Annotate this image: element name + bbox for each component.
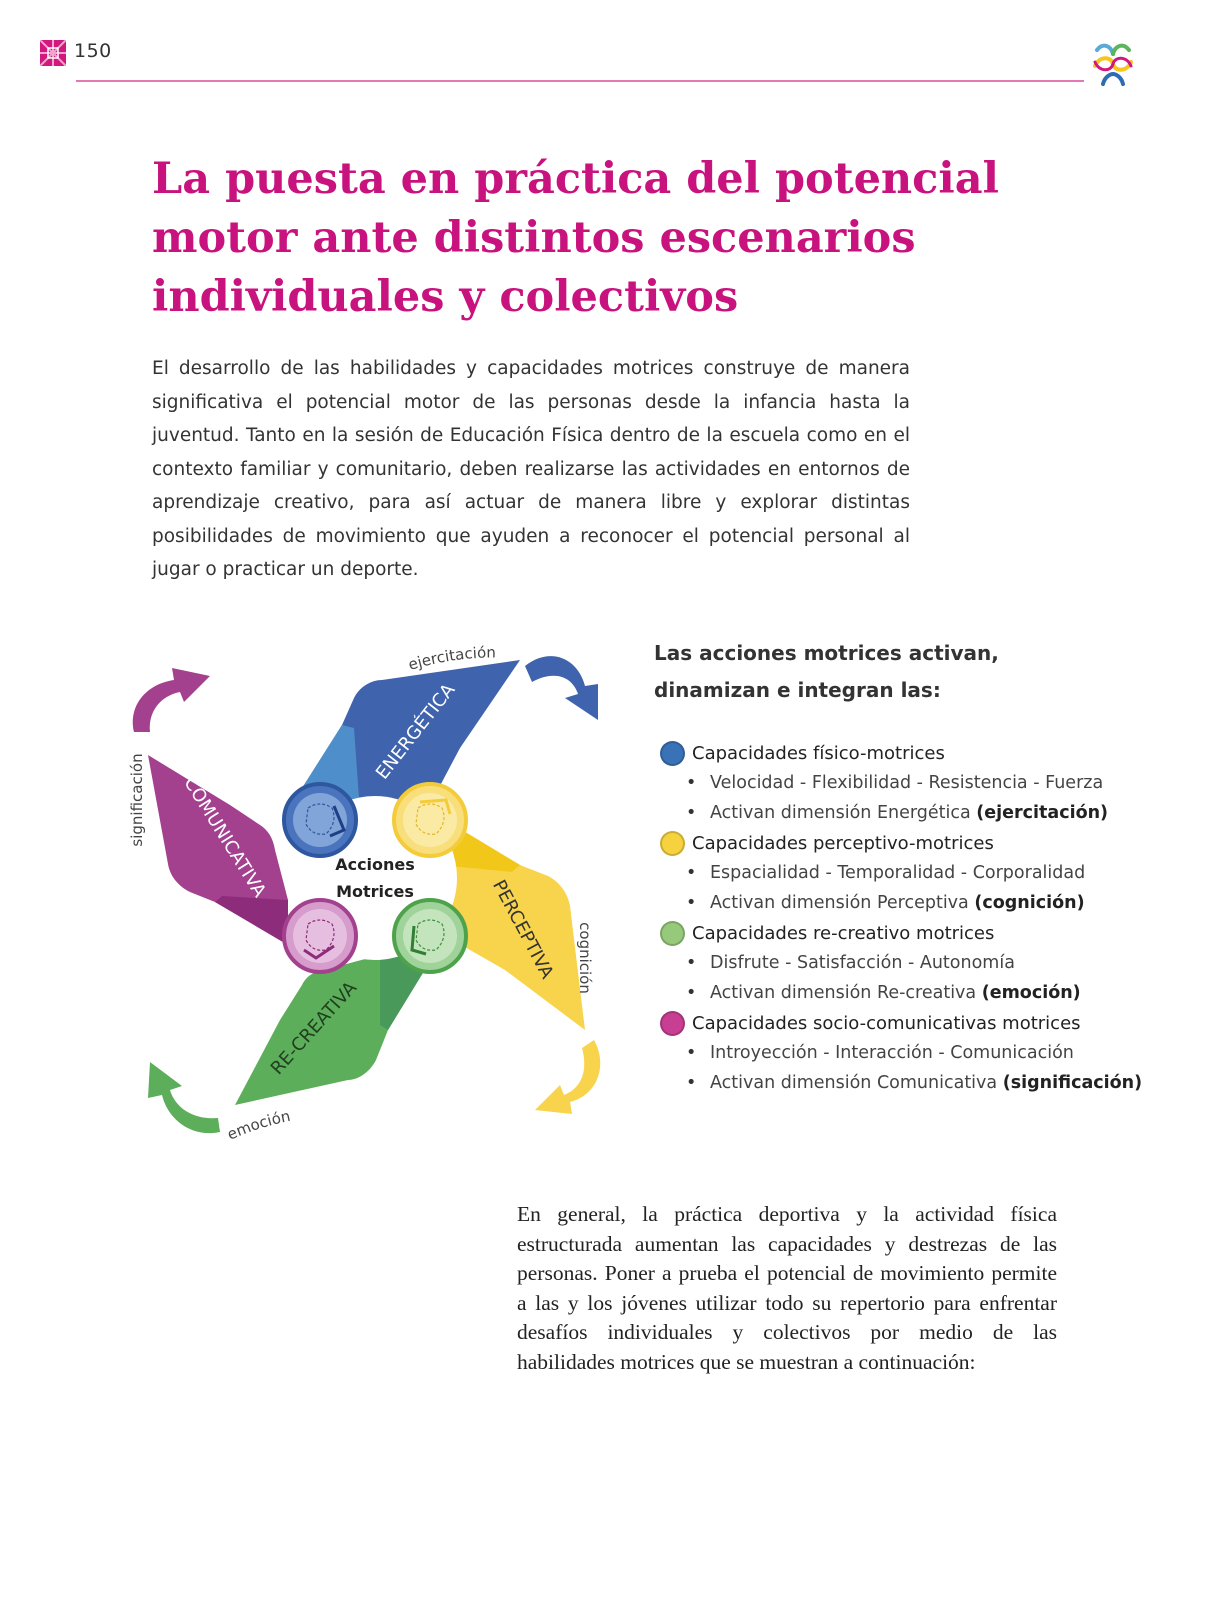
perceptiva-node xyxy=(392,782,468,858)
page-number: 150 xyxy=(74,40,112,62)
capacity-title: Capacidades perceptivo-motrices xyxy=(692,832,994,854)
blue-dot-icon xyxy=(660,740,685,766)
capacity-title: Capacidades físico-motrices xyxy=(692,742,945,764)
cognicion-label: cognición xyxy=(576,922,594,994)
closing-paragraph: En general, la práctica deportiva y la a… xyxy=(517,1202,1057,1374)
list-title-line: Las acciones motrices activan, xyxy=(654,641,999,665)
title-line: individuales y colectivos xyxy=(152,272,739,322)
capacity-item-perceptivo-motrices: Capacidades perceptivo-motrices •Espacia… xyxy=(660,828,1200,918)
purple-curved-arrow-icon xyxy=(132,668,210,732)
capacity-detail: •Disfrute - Satisfacción - Autonomía xyxy=(686,953,1015,973)
green-curved-arrow-icon xyxy=(148,1062,220,1134)
capacity-detail: •Introyección - Interacción - Comunicaci… xyxy=(686,1043,1074,1063)
perceptiva-blade xyxy=(440,818,585,1030)
comunicativa-blade-dark xyxy=(215,896,288,945)
motor-actions-pinwheel-diagram: Acciones Motrices ENERGÉTICA PERCEPTIVA … xyxy=(128,643,601,1144)
capacity-detail: •Espacialidad - Temporalidad - Corporali… xyxy=(686,863,1086,883)
significacion-label: significación xyxy=(128,753,146,846)
capacities-list: Capacidades físico-motrices •Velocidad -… xyxy=(660,738,1200,1098)
green-dot-icon xyxy=(660,920,685,946)
center-label-line2: Motrices xyxy=(336,882,414,901)
yellow-dot-icon xyxy=(660,830,685,856)
capacity-dimension: •Activan dimensión Perceptiva (cognición… xyxy=(686,893,1085,913)
magenta-dot-icon xyxy=(660,1010,685,1036)
capacity-title: Capacidades socio-comunicativas motrices xyxy=(692,1012,1081,1034)
magenta-ornament-icon xyxy=(40,40,66,66)
page-title: La puesta en práctica del potencial moto… xyxy=(152,150,1052,327)
capacity-dimension: •Activan dimensión Comunicativa (signifi… xyxy=(686,1073,1143,1093)
blue-curved-arrow-icon xyxy=(525,656,598,720)
yellow-curved-arrow-icon xyxy=(535,1040,601,1114)
comunicativa-node xyxy=(282,898,358,974)
title-line: motor ante distintos escenarios xyxy=(152,213,916,263)
colored-knot-logo-icon xyxy=(1093,43,1133,86)
capacity-dimension: •Activan dimensión Energética (ejercitac… xyxy=(686,803,1109,823)
recreativa-node xyxy=(392,898,468,974)
header-rule xyxy=(76,80,1084,82)
capacity-dimension: •Activan dimensión Re-creativa (emoción) xyxy=(686,983,1081,1003)
title-line: La puesta en práctica del potencial xyxy=(152,154,999,204)
capacity-item-socio-comunicativas: Capacidades socio-comunicativas motrices… xyxy=(660,1008,1200,1098)
capacities-list-title: Las acciones motrices activan, dinamizan… xyxy=(654,635,1194,709)
capacity-title: Capacidades re-creativo motrices xyxy=(692,922,995,944)
list-title-line: dinamizan e integran las: xyxy=(654,678,941,702)
energetica-node xyxy=(282,782,358,858)
emocion-label: emoción xyxy=(224,1107,291,1144)
capacity-item-re-creativo-motrices: Capacidades re-creativo motrices •Disfru… xyxy=(660,918,1200,1008)
comunicativa-blade xyxy=(148,755,288,945)
center-label-line1: Acciones xyxy=(335,855,415,874)
capacity-item-fisico-motrices: Capacidades físico-motrices •Velocidad -… xyxy=(660,738,1200,828)
capacity-detail: •Velocidad - Flexibilidad - Resistencia … xyxy=(686,773,1104,793)
intro-paragraph: El desarrollo de las habilidades y capac… xyxy=(152,358,910,580)
